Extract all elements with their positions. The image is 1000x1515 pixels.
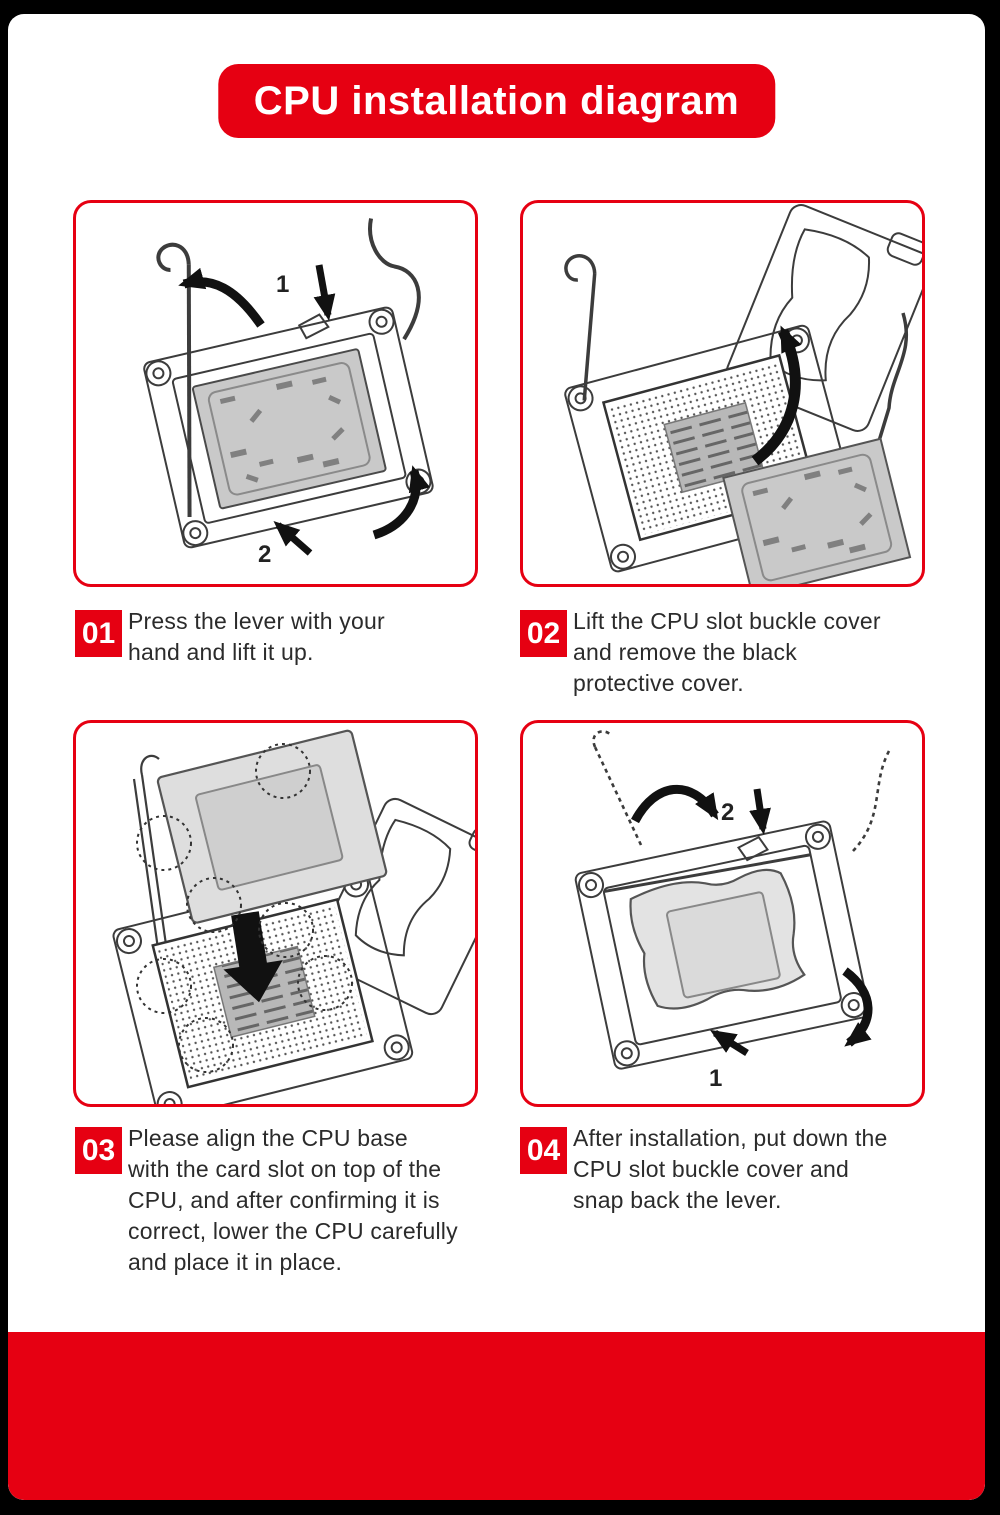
- step-4-caption: After installation, put down the CPU slo…: [573, 1125, 888, 1213]
- step-1-caption: Press the lever with your hand and lift …: [128, 608, 385, 665]
- figure-callout-2: 2: [258, 541, 272, 568]
- socket-open-cover-drawing: [564, 204, 922, 584]
- socket-lever-lift-drawing: [143, 218, 434, 556]
- step-2-caption: Lift the CPU slot buckle cover and remov…: [573, 608, 881, 696]
- step-3-figure-panel: [73, 720, 478, 1107]
- step-4-figure-panel: 2 1: [520, 720, 925, 1107]
- step-1-figure-panel: 1 2: [73, 200, 478, 587]
- step-4-number-badge: 04: [520, 1127, 567, 1174]
- figure-callout-1: 1: [709, 1065, 723, 1092]
- page-card: CPU installation diagram: [8, 14, 985, 1500]
- page-title: CPU installation diagram: [217, 64, 776, 138]
- figure-callout-1: 1: [276, 271, 290, 298]
- step-1-number-badge: 01: [75, 610, 122, 657]
- socket-close-lever-drawing: [574, 730, 891, 1070]
- step-2-number-badge: 02: [520, 610, 567, 657]
- step-3-number-badge: 03: [75, 1127, 122, 1174]
- warning-banner: Do not touch the motherboard interface p…: [8, 1332, 985, 1500]
- step-3-caption: Please align the CPU base with the card …: [128, 1125, 458, 1275]
- figure-callout-2: 2: [721, 799, 735, 826]
- cpu-align-drop-drawing: [112, 729, 475, 1104]
- step-2-figure-panel: [520, 200, 925, 587]
